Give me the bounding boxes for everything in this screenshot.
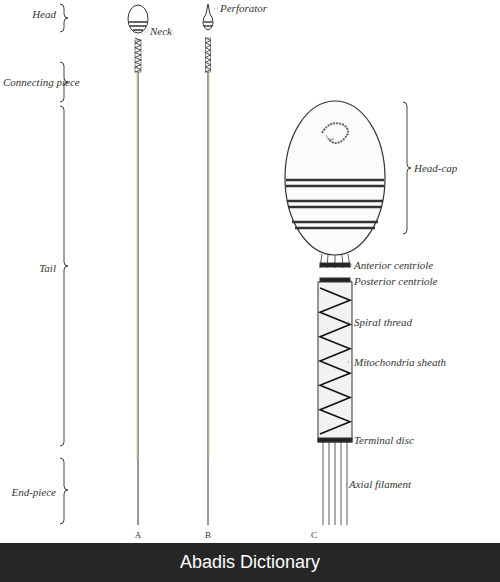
figure-letter: A	[135, 531, 142, 540]
part-label: Perforator	[220, 3, 267, 14]
part-label: Axial filament	[349, 479, 411, 490]
part-label: Terminal disc	[354, 435, 414, 446]
part-label: Mitochondria sheath	[354, 357, 446, 368]
part-label: Neck	[150, 26, 172, 37]
part-label: Tail	[39, 263, 56, 274]
spiral-thread	[206, 38, 211, 72]
part-label: Head-cap	[414, 163, 457, 174]
part-label: Anterior centriole	[354, 260, 433, 271]
spiral-thread	[320, 288, 350, 434]
spiral-thread	[135, 38, 141, 72]
figure-letter: B	[205, 531, 211, 540]
watermark: Abadis Dictionary	[180, 553, 320, 571]
part-label: End-piece	[11, 487, 56, 498]
part-label: Spiral thread	[354, 317, 412, 328]
figure-letter: C	[311, 531, 317, 540]
part-label: Head	[32, 9, 56, 20]
part-label: Posterior centriole	[354, 276, 437, 287]
part-label: Connecting piece	[3, 77, 80, 88]
